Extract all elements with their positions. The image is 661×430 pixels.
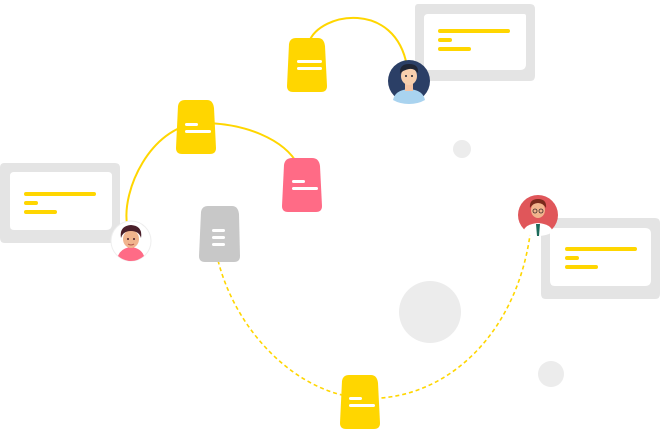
background-circle-medium [538, 361, 564, 387]
background-circle-large [399, 281, 461, 343]
doc-bottom-yellow [340, 375, 380, 429]
background-circle-small [453, 140, 471, 158]
arc-bottom-dashed [213, 234, 531, 400]
doc-gray [199, 206, 240, 262]
doc-top-yellow [287, 38, 327, 92]
card-right [541, 218, 660, 299]
avatar-man-red [518, 195, 558, 236]
avatar-man-blue [388, 60, 430, 104]
doc-mid-yellow [176, 100, 216, 154]
arc-top-yellow [308, 17, 408, 67]
card-top-right [415, 4, 535, 81]
avatar-woman-left [110, 220, 152, 262]
doc-pink [282, 158, 322, 212]
card-left [0, 163, 120, 243]
